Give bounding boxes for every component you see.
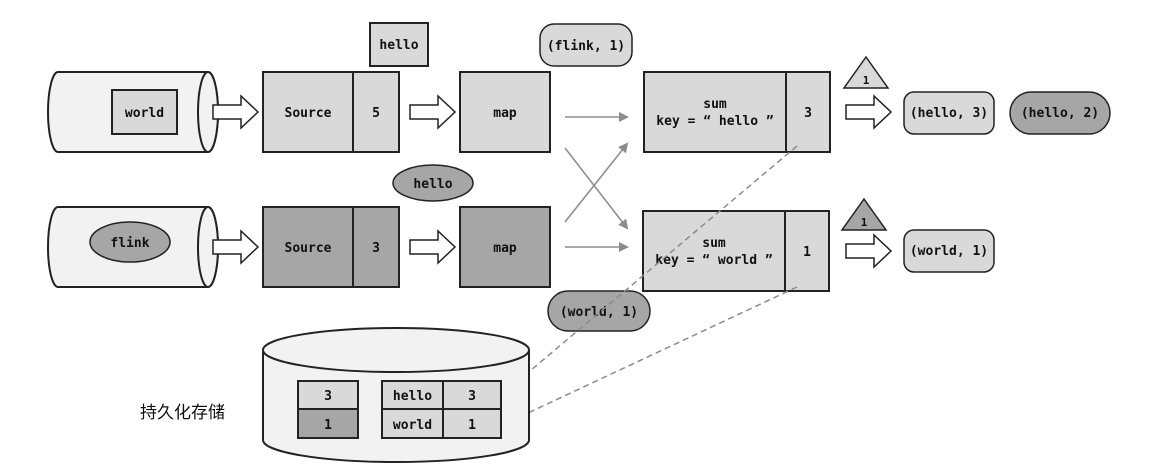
in-flight-hello-top-label: hello	[379, 38, 418, 53]
sum-hello-key: key = “ hello ”	[656, 114, 773, 129]
in-flight-world-pair: (world, 1)	[547, 290, 651, 332]
map-bottom: map	[459, 206, 551, 288]
output-hello-3: (hello, 3)	[903, 91, 995, 135]
arrow-map-top-to-sum-world	[564, 147, 629, 230]
stored-offset-top-label: 3	[324, 389, 332, 404]
stored-value-world	[442, 408, 502, 439]
stored-key-hello	[381, 380, 444, 410]
output-world-1: (world, 1)	[903, 229, 995, 273]
barrier-bottom: 1	[840, 197, 888, 231]
snapshot-arrow-hello	[503, 145, 798, 394]
stored-key-world-label: world	[393, 418, 432, 433]
map-bottom-label: map	[493, 241, 517, 256]
output-hello-3-label: (hello, 3)	[910, 106, 988, 121]
in-flight-hello-mid-label: hello	[413, 177, 452, 192]
arrow-source-to-map-bottom	[409, 229, 457, 265]
stored-value-world-label: 1	[468, 418, 476, 433]
shuffle-arrows	[564, 112, 629, 252]
block-arrows	[212, 94, 893, 269]
barrier-top: 1	[842, 55, 890, 89]
snapshot-arrow-world	[511, 286, 798, 422]
queued-record-world-label: world	[125, 106, 164, 121]
arrow-sum-to-output-bottom	[845, 233, 893, 269]
source-bottom: Source 3	[262, 206, 400, 288]
in-flight-world-pair-label: (world, 1)	[560, 305, 638, 320]
barrier-bottom-label: 1	[861, 216, 868, 229]
sum-hello-count: 3	[804, 106, 812, 121]
stored-offset-top	[297, 380, 359, 410]
output-hello-2: (hello, 2)	[1009, 91, 1111, 135]
arrow-map-bottom-to-sum-hello	[564, 142, 629, 223]
output-hello-2-label: (hello, 2)	[1021, 106, 1099, 121]
queued-record-world	[111, 89, 178, 135]
stored-offset-bottom	[297, 408, 359, 439]
map-top-label: map	[493, 106, 517, 121]
sum-world-count: 1	[803, 245, 811, 260]
persistent-storage: 3 1 hello 3 world 1	[262, 327, 530, 463]
queued-record-flink-label: flink	[110, 236, 149, 251]
sum-world-title: sum	[702, 236, 726, 251]
stored-offset-bottom-label: 1	[324, 418, 332, 433]
arrow-source-to-map-top	[409, 94, 457, 130]
in-flight-flink-pair-label: (flink, 1)	[547, 39, 625, 54]
output-world-1-label: (world, 1)	[910, 244, 988, 259]
input-queue-bottom: flink	[47, 206, 219, 288]
source-bottom-offset: 3	[372, 241, 380, 256]
sum-hello-title: sum	[703, 97, 727, 112]
stored-key-hello-label: hello	[393, 389, 432, 404]
in-flight-hello-mid: hello	[392, 164, 474, 202]
stored-value-hello-label: 3	[468, 389, 476, 404]
barrier-top-label: 1	[863, 74, 870, 87]
arrow-queue-to-source-bottom	[212, 229, 260, 265]
stored-key-world	[381, 408, 444, 439]
source-top: Source 5	[262, 71, 400, 153]
sum-hello: sum key = “ hello ” 3	[643, 71, 831, 153]
sum-world: sum key = “ world ” 1	[642, 210, 830, 292]
stored-value-hello	[442, 380, 502, 410]
source-top-label: Source	[285, 106, 332, 121]
source-bottom-label: Source	[285, 241, 332, 256]
in-flight-hello-top: hello	[369, 22, 429, 67]
arrow-queue-to-source-top	[212, 94, 260, 130]
in-flight-flink-pair: (flink, 1)	[539, 23, 633, 67]
source-top-offset: 5	[372, 106, 380, 121]
sum-world-key: key = “ world ”	[655, 253, 772, 268]
snapshot-arrows	[503, 145, 798, 422]
queued-record-flink	[89, 221, 171, 263]
storage-label: 持久化存储	[140, 403, 225, 423]
input-queue-top: world	[47, 71, 219, 153]
map-top: map	[459, 71, 551, 153]
arrow-sum-to-output-top	[845, 94, 893, 130]
